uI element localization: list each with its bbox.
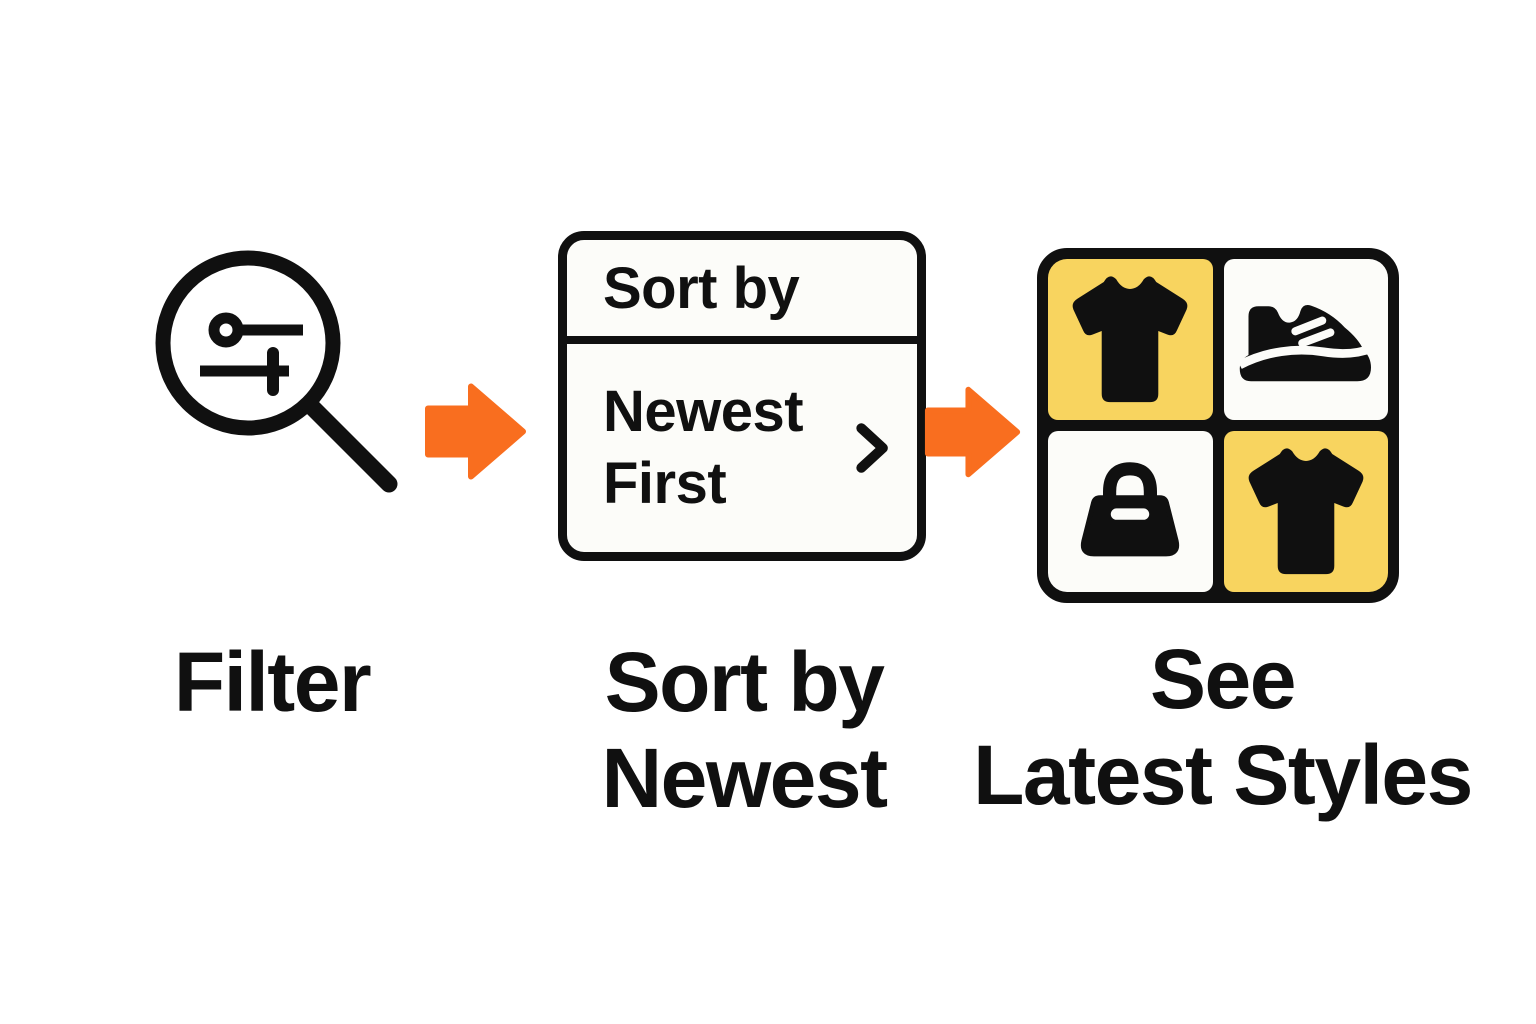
- caption-styles-line-1: See: [1150, 632, 1296, 726]
- tshirt-icon: [1072, 275, 1188, 402]
- caption-sort-line-1: Sort by: [604, 635, 885, 729]
- sort-option-newest-first: Newest First: [567, 344, 917, 552]
- sort-dropdown-header: Sort by: [567, 240, 917, 344]
- block-arrow-right-icon: [924, 386, 1021, 478]
- sort-option-label: Newest First: [603, 376, 804, 520]
- caption-styles-line-2: Latest Styles: [973, 728, 1473, 822]
- caption-filter-line-1: Filter: [173, 635, 372, 729]
- sort-dropdown: Sort by Newest First: [558, 231, 926, 561]
- sneaker-icon: [1237, 304, 1374, 381]
- caption-sort-line-2: Newest: [601, 731, 888, 825]
- sort-header-label: Sort by: [603, 255, 800, 321]
- caption-sort-by-newest: Sort by Newest: [538, 634, 950, 826]
- sort-option-line-2: First: [603, 451, 727, 516]
- grid-tile-handbag: [1048, 431, 1213, 592]
- grid-tile-sneaker: [1223, 259, 1388, 420]
- grid-tile-tshirt-2: [1223, 431, 1388, 592]
- tshirt-icon: [1248, 447, 1364, 574]
- handbag-icon: [1081, 461, 1180, 556]
- latest-styles-grid: [1037, 248, 1399, 603]
- grid-tile-tshirt-1: [1048, 259, 1213, 420]
- caption-filter: Filter: [92, 634, 452, 730]
- caption-see-latest-styles: See Latest Styles: [955, 631, 1490, 823]
- block-arrow-right-icon: [425, 383, 526, 480]
- filter-search-icon: [155, 250, 398, 493]
- chevron-right-icon: [856, 423, 888, 473]
- sort-option-line-1: Newest: [603, 379, 804, 444]
